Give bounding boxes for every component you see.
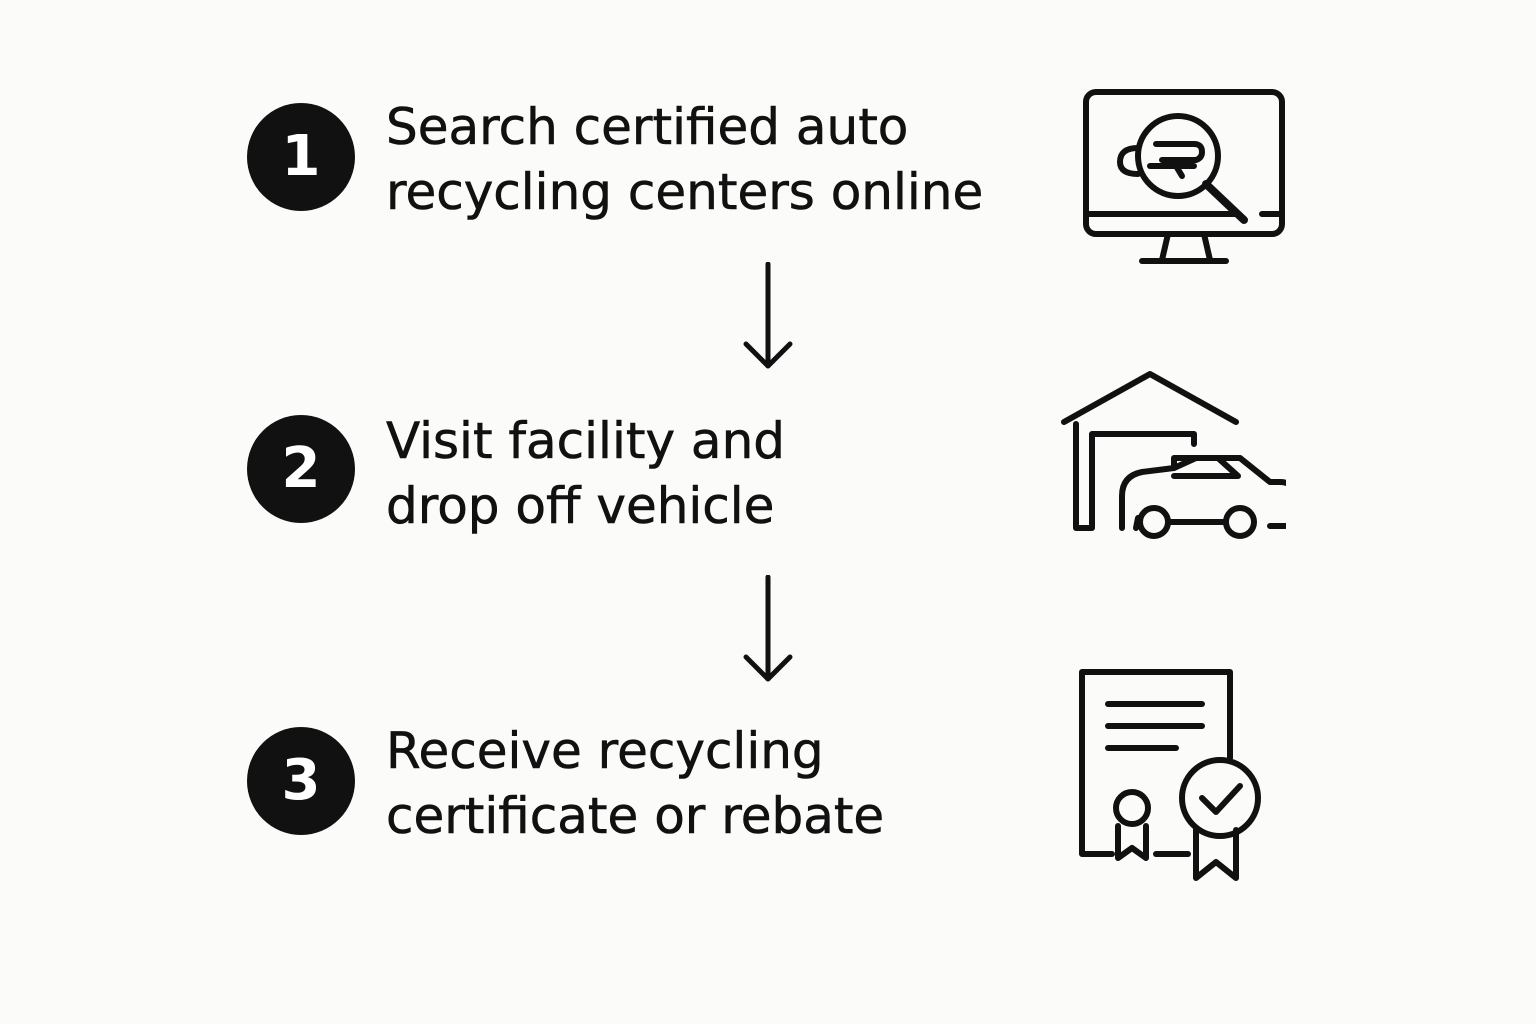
step-3-label-line-2: certificate or rebate [386, 787, 885, 846]
step-1-label: Search certified auto recycling centers … [386, 95, 1026, 225]
step-2-label-line-1: Visit facility and [386, 412, 786, 471]
step-1-label-line-2: recycling centers online [386, 163, 984, 222]
step-2-label: Visit facility and drop off vehicle [386, 409, 1026, 539]
step-3-label: Receive recycling certificate or rebate [386, 719, 1026, 849]
step-1-label-line-1: Search certified auto [386, 98, 909, 157]
down-arrow-icon [743, 262, 793, 369]
step-3-label-line-1: Receive recycling [386, 722, 824, 781]
step-3-number-badge: 3 [247, 727, 355, 835]
certificate-badge-icon [1079, 669, 1261, 881]
step-1-number-badge: 1 [247, 103, 355, 211]
step-2-number-badge: 2 [247, 415, 355, 523]
step-2-label-line-2: drop off vehicle [386, 477, 775, 536]
monitor-search-car-icon [1083, 89, 1285, 264]
garage-car-icon [1061, 371, 1286, 539]
down-arrow-icon [743, 575, 793, 682]
